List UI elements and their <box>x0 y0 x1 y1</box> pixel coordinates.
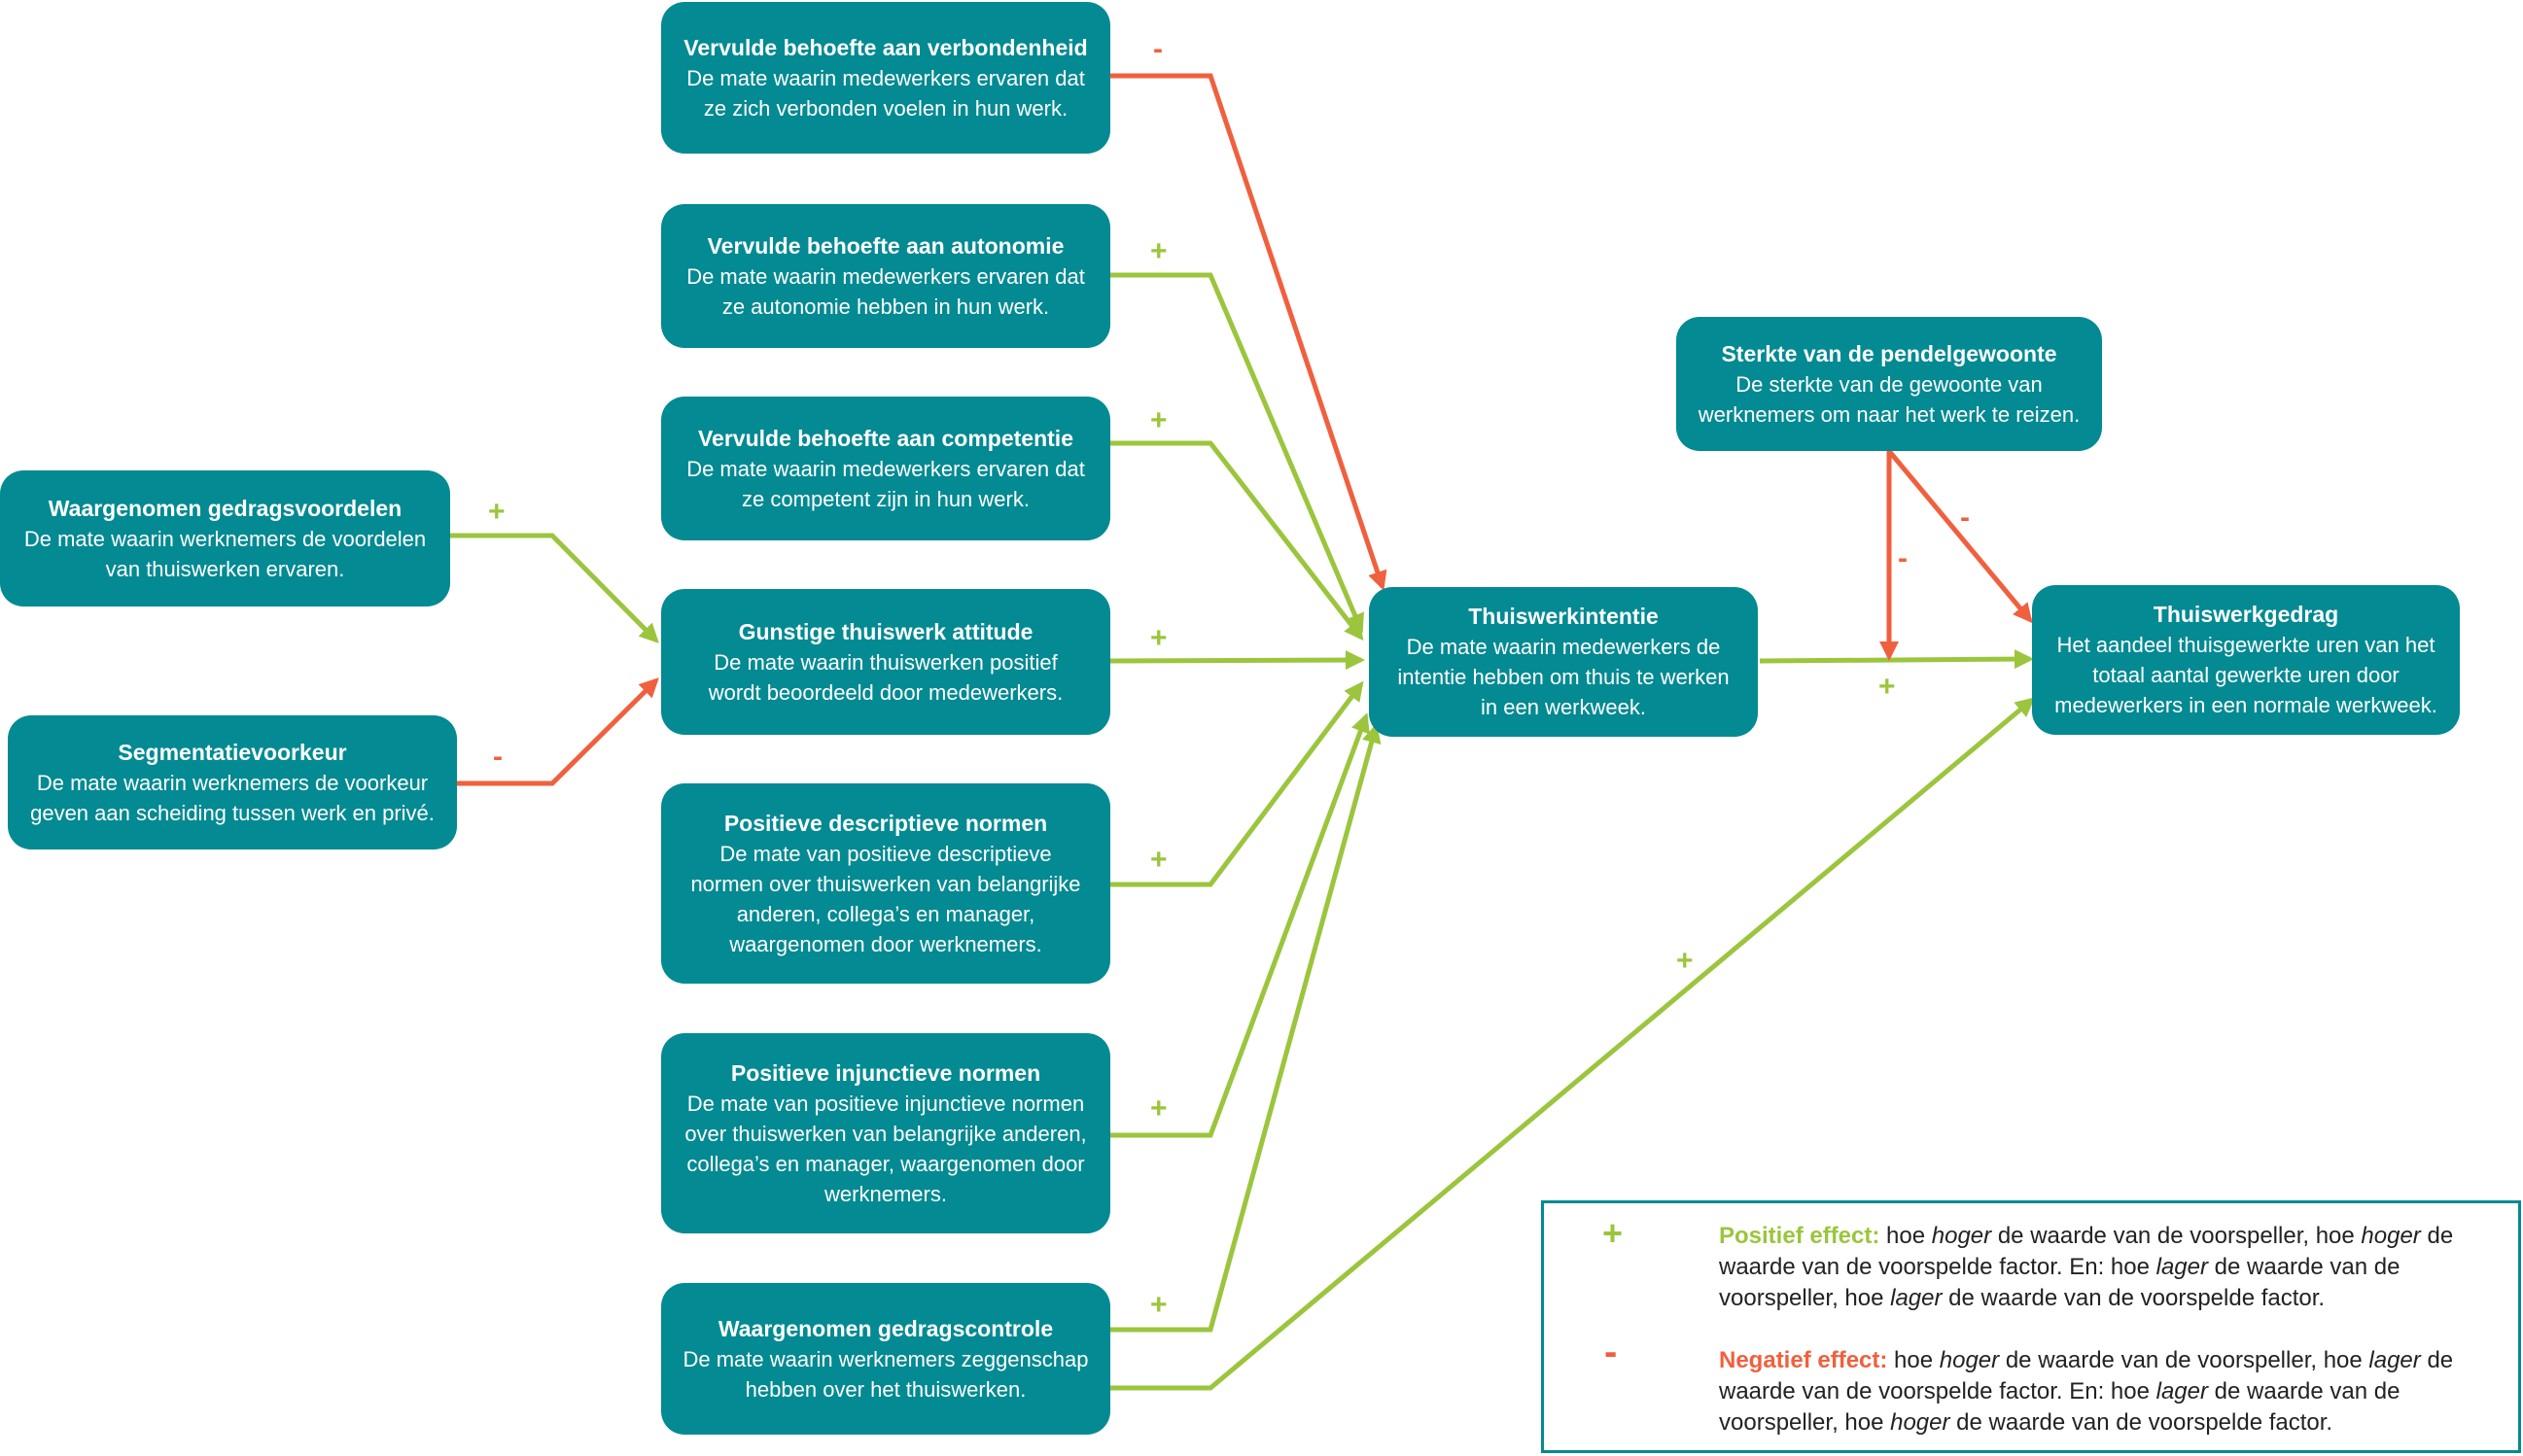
legend-positive-label: Positief effect: <box>1719 1223 1880 1249</box>
legend-text-part: de waarde van de voorspeller, hoe <box>1991 1223 2362 1249</box>
node-title: Gunstige thuiswerk attitude <box>738 618 1034 644</box>
sign-plus: + <box>1676 945 1694 977</box>
sign-plus: + <box>1878 671 1896 703</box>
node-description: De mate van positieve injunctieve normen… <box>684 1091 1087 1206</box>
legend-text-part: de waarde van de voorspeller, hoe <box>1719 1254 2400 1311</box>
sign-plus: + <box>488 496 506 528</box>
node-title: Vervulde behoefte aan autonomie <box>707 232 1065 259</box>
node-intentie: Thuiswerkintentie De mate waarin medewer… <box>1369 587 1758 737</box>
legend-emphasis: hoger <box>2361 1223 2421 1249</box>
node-description: De mate waarin medewerkers ervaren dat z… <box>686 456 1085 511</box>
legend-minus-sign: - <box>1604 1331 1618 1373</box>
legend-negative-text: Negatief effect: hoe hoger de waarde van… <box>1719 1345 2506 1439</box>
node-gedragsvoordelen: Waargenomen gedragsvoordelen De mate waa… <box>0 470 450 607</box>
node-description: De mate waarin medewerkers de intentie h… <box>1397 635 1730 719</box>
arrow-autonomie-intentie <box>1110 272 1364 634</box>
node-segmentatie: Segmentatievoorkeur De mate waarin werkn… <box>8 715 457 849</box>
node-description: De sterkte van de gewoonte van werknemer… <box>1698 371 2081 427</box>
legend-text-part: de waarde van de voorspeller, hoe <box>1999 1347 2369 1373</box>
sign-minus: - <box>1153 33 1163 65</box>
legend-text-part: de waarde van de voorspelde factor. En: … <box>1719 1223 2454 1280</box>
legend-text-part: hoe <box>1887 1347 1940 1373</box>
arrow-segmentatie-attitude <box>457 677 659 786</box>
arrow-gedragsvoordelen-attitude <box>450 533 659 643</box>
legend-text-part: de waarde van de voorspeller, hoe <box>1719 1378 2400 1436</box>
sign-plus: + <box>1150 844 1168 876</box>
node-attitude: Gunstige thuiswerk attitude De mate waar… <box>661 589 1110 735</box>
node-title: Waargenomen gedragsvoordelen <box>48 495 403 521</box>
node-description: Het aandeel thuisgewerkte uren van het t… <box>2054 633 2437 717</box>
legend-text-part: hoe <box>1879 1223 1932 1249</box>
node-description: De mate waarin medewerkers ervaren dat z… <box>686 65 1085 121</box>
legend-emphasis: hoger <box>1890 1409 1950 1436</box>
sign-minus: - <box>1960 502 1970 534</box>
node-title: Thuiswerkintentie <box>1468 604 1659 629</box>
node-verbondenheid: Vervulde behoefte aan verbondenheid De m… <box>661 2 1110 154</box>
node-title: Waargenomen gedragscontrole <box>718 1315 1054 1341</box>
node-pendel: Sterkte van de pendelgewoonte De sterkte… <box>1676 317 2102 451</box>
legend-text-part: de waarde van de voorspelde factor. <box>1942 1285 2326 1311</box>
arrow-competentie-intentie <box>1110 440 1364 641</box>
arrow-gedragscontrole-intentie <box>1110 723 1382 1333</box>
arrow-pendel-gedrag <box>1887 449 2033 624</box>
node-description: De mate waarin werknemers de voorkeur ge… <box>30 770 435 825</box>
node-gedragscontrole: Waargenomen gedragscontrole De mate waar… <box>661 1283 1110 1435</box>
legend-text-part: de waarde van de voorspelde factor. En: … <box>1719 1347 2454 1404</box>
node-title: Positieve descriptieve normen <box>723 810 1048 836</box>
arrow-intentie-gedrag <box>1759 649 2034 670</box>
sign-minus: - <box>493 741 503 773</box>
node-description: De mate waarin medewerkers ervaren dat z… <box>686 263 1085 319</box>
arrow-attitude-intentie <box>1109 650 1365 671</box>
node-description: De mate waarin thuiswerken positief word… <box>708 649 1064 705</box>
legend-text-part: de waarde van de voorspelde factor. <box>1949 1409 2333 1436</box>
node-competentie: Vervulde behoefte aan competentie De mat… <box>661 397 1110 540</box>
node-description: De mate van positieve descriptieve norme… <box>690 841 1081 956</box>
legend-emphasis: lager <box>1890 1285 1943 1311</box>
sign-minus: - <box>1898 542 1908 574</box>
node-title: Sterkte van de pendelgewoonte <box>1721 340 2057 366</box>
legend: + - Positief effect: hoe hoger de waarde… <box>1541 1200 2521 1453</box>
sign-plus: + <box>1150 1092 1168 1125</box>
arrow-verbondenheid-intentie <box>1110 73 1387 591</box>
node-title: Segmentatievoorkeur <box>118 739 347 765</box>
sign-plus: + <box>1150 235 1168 267</box>
node-autonomie: Vervulde behoefte aan autonomie De mate … <box>661 204 1110 348</box>
legend-plus-sign: + <box>1602 1213 1624 1253</box>
legend-positive-text: Positief effect: hoe hoger de waarde van… <box>1719 1221 2506 1314</box>
node-title: Vervulde behoefte aan verbondenheid <box>683 34 1088 60</box>
legend-emphasis: lager <box>2155 1378 2208 1404</box>
legend-emphasis: lager <box>2155 1254 2208 1280</box>
sign-plus: + <box>1150 622 1168 654</box>
node-title: Thuiswerkgedrag <box>2153 602 2339 627</box>
node-description: De mate waarin werknemers zeggenschap he… <box>683 1346 1089 1402</box>
legend-emphasis: hoger <box>1931 1223 1992 1249</box>
sign-plus: + <box>1150 1289 1168 1321</box>
node-title: Vervulde behoefte aan competentie <box>697 425 1073 451</box>
sign-plus: + <box>1150 404 1168 436</box>
legend-emphasis: hoger <box>1939 1347 2000 1373</box>
arrow-injunctief-intentie <box>1110 712 1370 1138</box>
legend-emphasis: lager <box>2368 1347 2421 1373</box>
node-title: Positieve injunctieve normen <box>730 1059 1041 1086</box>
node-descriptief: Positieve descriptieve normen De mate va… <box>661 783 1110 984</box>
node-injunctief: Positieve injunctieve normen De mate van… <box>661 1033 1110 1233</box>
node-description: De mate waarin werknemers de voordelen v… <box>23 526 427 581</box>
arrow-descriptief-intentie <box>1110 680 1364 887</box>
legend-negative-label: Negatief effect: <box>1719 1347 1888 1373</box>
node-gedrag: Thuiswerkgedrag Het aandeel thuisgewerkt… <box>2032 585 2460 735</box>
